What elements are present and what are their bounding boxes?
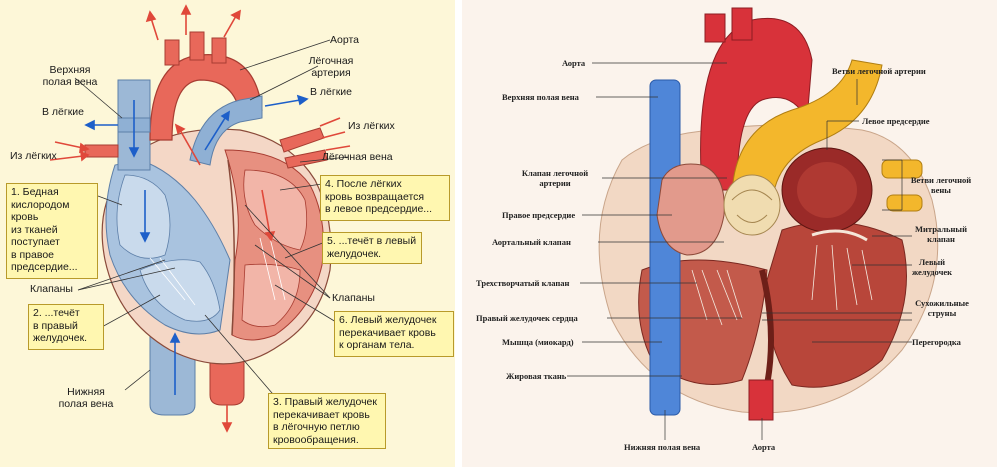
label-pulmonary-branches-top: Ветви легочной артерии (832, 66, 926, 76)
step-2-box: 2. ...течёт в правый желудочек. (28, 304, 104, 350)
label-septum: Перегородка (912, 337, 961, 347)
label-pulmonary-vein-branches: Ветви легочной вены (910, 175, 972, 195)
right-heart-diagram: Аорта Верхняя полая вена Ветви легочной … (462, 0, 997, 467)
label-aorta: Аорта (330, 34, 359, 46)
label-right-atrium: Правое предсердие (502, 210, 576, 220)
label-pulmonary-vein: Лёгочная вена (322, 151, 393, 163)
label-right-ventricle: Правый желудочек сердца (476, 313, 578, 323)
label-inferior-vena-cava: Нижняя полая вена (624, 442, 701, 452)
step-6-box: 6. Левый желудочек перекачивает кровь к … (334, 311, 454, 357)
label-superior-vena-cava: Верхняя полая вена (42, 64, 98, 88)
step-1-box: 1. Бедная кислородом кровь из тканей пос… (6, 183, 98, 279)
left-heart-diagram: Аорта Лёгочная артерия Верхняя полая вен… (0, 0, 455, 467)
step-5-box: 5. ...течёт в левый желудочек. (322, 232, 422, 264)
label-aortic-valve: Аортальный клапан (492, 237, 571, 247)
label-from-lungs-left: Из лёгких (10, 150, 57, 162)
label-mitral-valve: Митральный клапан (915, 224, 967, 244)
label-myocardium: Мышца (миокард) (502, 337, 574, 347)
label-pulmonary-artery: Лёгочная артерия (308, 55, 354, 79)
label-pulmonary-valve: Клапан легочной артерии (521, 168, 589, 188)
label-superior-vena-cava: Верхняя полая вена (502, 92, 579, 102)
right-heart-illustration (567, 7, 939, 440)
step-3-box: 3. Правый желудочек перекачивает кровь в… (268, 393, 386, 449)
label-tricuspid-valve: Трехстворчатый клапан (476, 278, 570, 288)
label-to-lungs-right: В лёгкие (310, 86, 353, 98)
label-valves-left: Клапаны (30, 283, 73, 295)
label-inferior-vena-cava: Нижняя полая вена (58, 386, 114, 410)
label-left-ventricle: Левый желудочек (911, 257, 953, 277)
step-4-box: 4. После лёгких кровь возвращается в лев… (320, 175, 450, 221)
label-aorta-bottom: Аорта (752, 442, 776, 452)
label-aorta-top: Аорта (562, 58, 586, 68)
label-left-atrium: Левое предсердие (862, 116, 930, 126)
left-heart-illustration (49, 4, 351, 433)
label-to-lungs-left: В лёгкие (42, 106, 85, 118)
label-valves-right: Клапаны (332, 292, 375, 304)
label-chordae: Сухожильные струны (915, 298, 969, 318)
label-from-lungs-right: Из лёгких (348, 120, 395, 132)
label-fat-tissue: Жировая ткань (506, 371, 567, 381)
